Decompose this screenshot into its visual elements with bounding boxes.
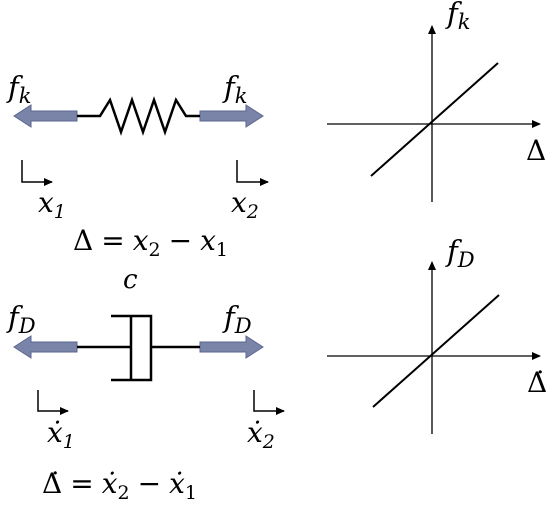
damper-right-force-label: fD: [222, 300, 252, 338]
right-force-arrow: [199, 104, 264, 128]
damper-graph-linear-line: [372, 294, 500, 408]
x1-label: x1: [38, 186, 66, 223]
spring-right-force-label: fk: [222, 70, 247, 108]
spring-graph-y-label: fk: [445, 0, 470, 34]
dashpot: [77, 314, 200, 382]
x1-dot-coordinate-marker: [37, 390, 69, 415]
x2-dot-coordinate-marker: [253, 390, 285, 415]
spring-equation: Δ=x2−x1: [73, 224, 228, 261]
x1-dot-label: ẋ1: [47, 416, 75, 453]
spring-diagram: fk fk x1 x2 Δ=x2−x1: [6, 70, 269, 261]
x2-label: x2: [231, 186, 259, 223]
spring-graph: fk Δ: [327, 0, 546, 202]
damper-diagram: c fD fD ẋ1 ẋ2 Δ̇=ẋ2−ẋ1: [6, 265, 285, 504]
spring-graph-linear-line: [370, 62, 499, 177]
damper-graph: fD Δ̇: [327, 234, 547, 434]
x1-coordinate-marker: [21, 160, 53, 186]
damper-equation: Δ̇=ẋ2−ẋ1: [42, 467, 197, 504]
x2-coordinate-marker: [236, 160, 269, 186]
left-force-arrow: [13, 104, 78, 128]
spring: [77, 96, 200, 136]
spring-left-force-label: fk: [6, 70, 31, 108]
damper-right-force-arrow: [199, 335, 264, 359]
damper-left-force-arrow: [13, 335, 78, 359]
spring-graph-x-label: Δ: [526, 134, 546, 167]
damper-graph-y-label: fD: [445, 234, 475, 272]
x2-dot-label: ẋ2: [247, 416, 275, 453]
damper-coefficient-label: c: [123, 265, 138, 295]
damper-left-force-label: fD: [6, 300, 36, 338]
damper-graph-x-label: Δ̇: [527, 366, 547, 399]
